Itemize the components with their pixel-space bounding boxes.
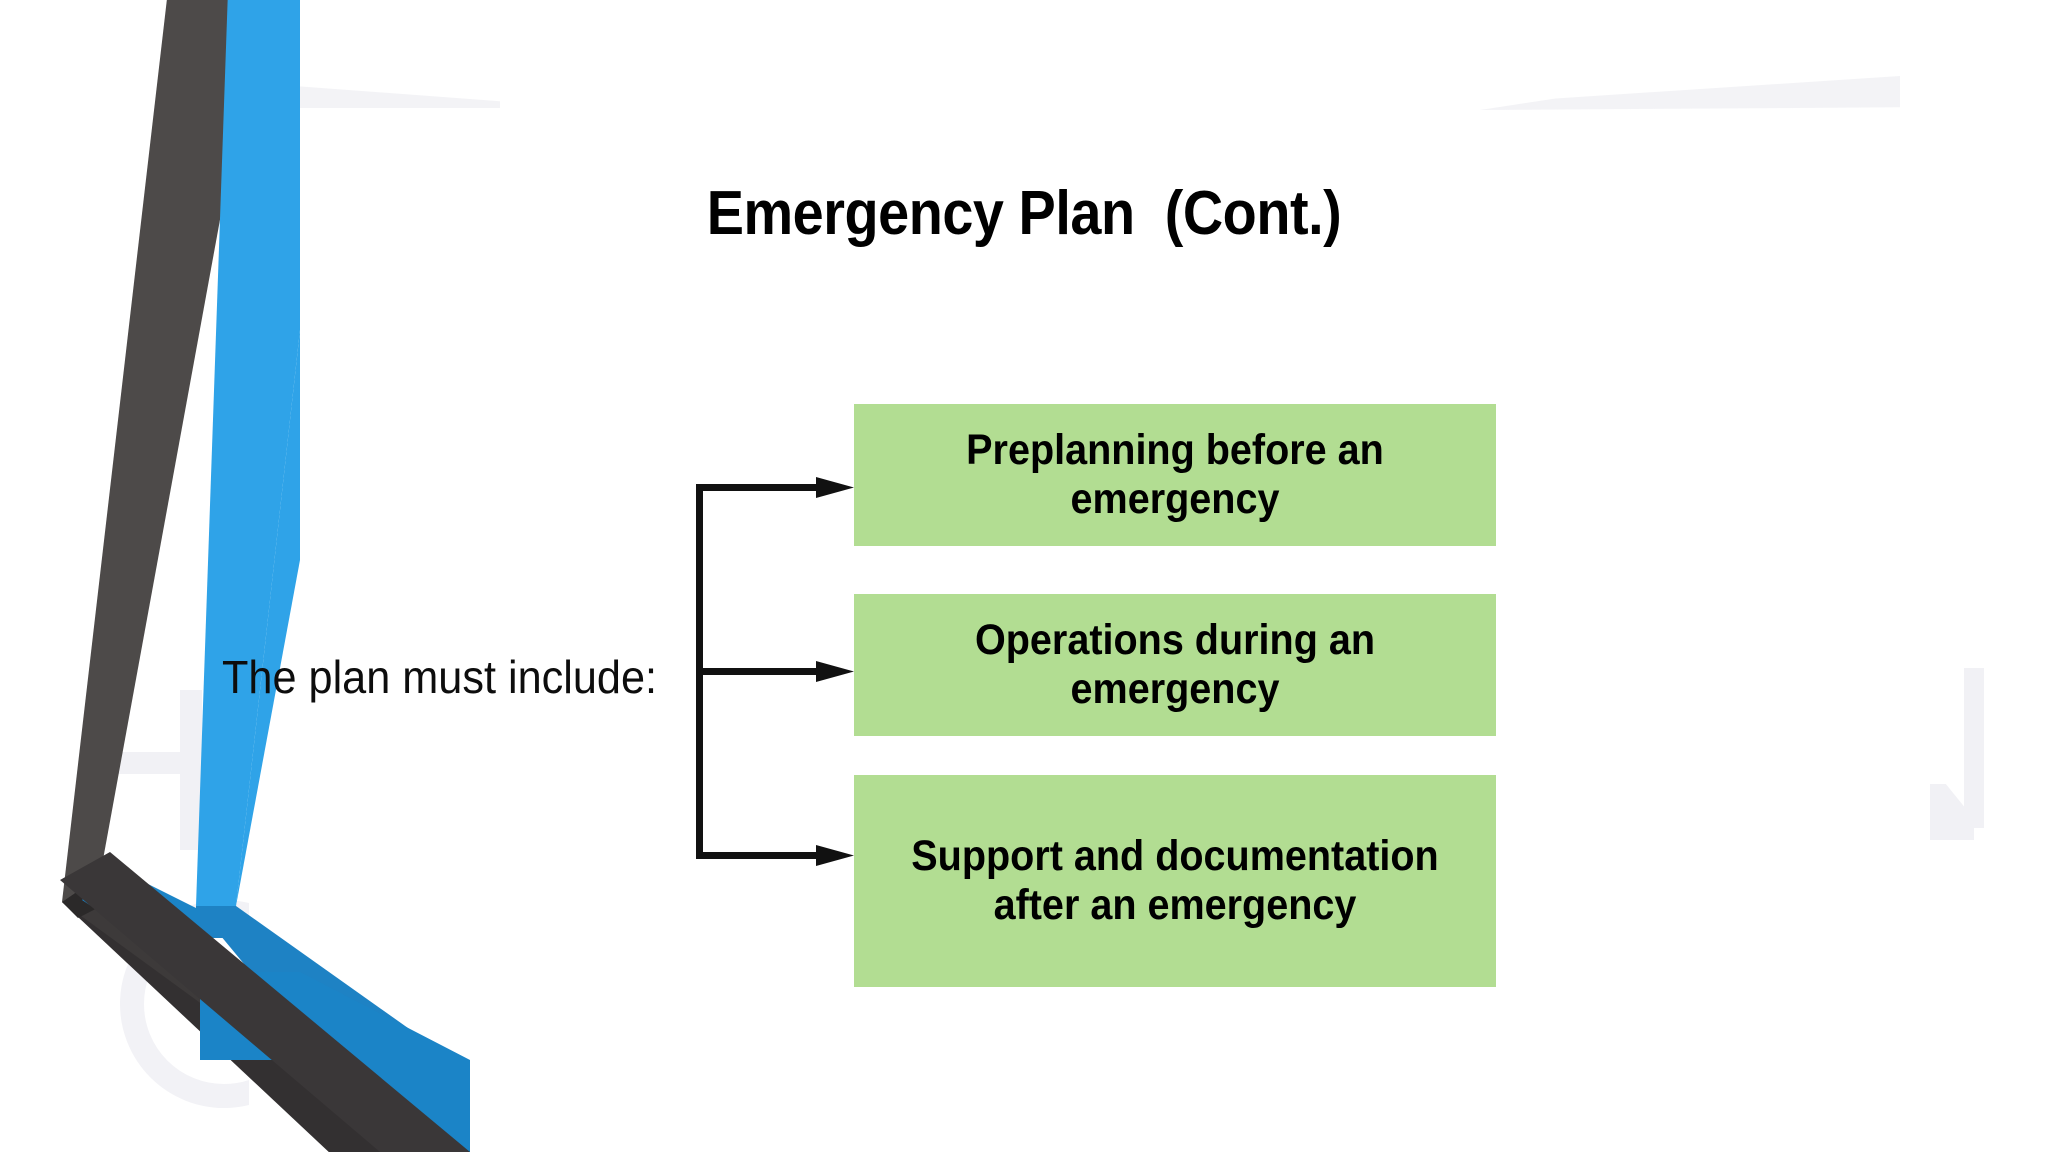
bracket-connector — [696, 477, 854, 866]
diagram-box-1[interactable]: Preplanning before an emergency — [854, 404, 1496, 546]
diagram-box-2[interactable]: Operations during an emergency — [854, 594, 1496, 736]
caption-text: The plan must include: — [222, 651, 658, 703]
watermark-arc — [120, 900, 249, 1108]
watermark-letter-j — [1930, 668, 1992, 840]
diagram-box-3[interactable]: Support and documentation after an emerg… — [854, 775, 1496, 987]
diagram-box-1-label: Preplanning before an emergency — [966, 425, 1384, 523]
corner-ribbon-graphic — [62, 0, 470, 1152]
corner-ribbon-step — [60, 852, 470, 1152]
diagram-box-2-label: Operations during an emergency — [974, 615, 1376, 713]
slide-title: Emergency Plan (Cont.) — [706, 179, 1342, 248]
watermark-top-left — [240, 82, 500, 108]
watermark-top-right — [1480, 76, 1900, 110]
watermark-letter-h — [118, 690, 240, 850]
diagram-box-3-label: Support and documentation after an emerg… — [911, 831, 1439, 929]
